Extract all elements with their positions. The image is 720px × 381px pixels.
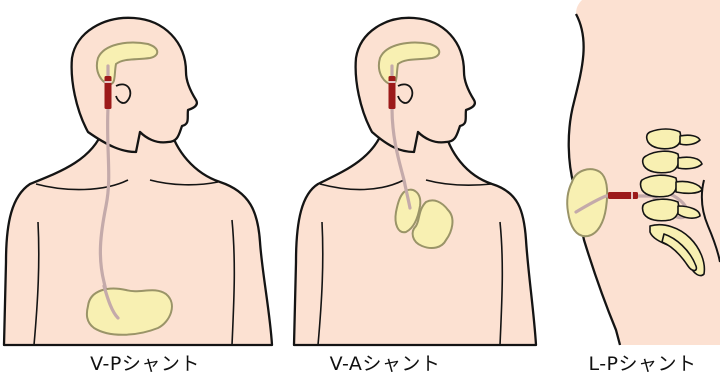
va-shunt-panel <box>294 18 536 345</box>
lp-vertebra-2 <box>643 151 679 173</box>
lp-peritoneum <box>567 169 607 236</box>
lp-vertebra-4 <box>643 199 679 221</box>
lp-shunt-panel <box>567 0 720 345</box>
lp-vertebra-3 <box>641 175 677 197</box>
vp-peritoneum <box>87 289 172 335</box>
lp-vertebra-1 <box>647 129 681 149</box>
vp-head <box>72 18 197 152</box>
lp-process-2 <box>678 157 702 169</box>
vp-shunt-label: V-Pシャント <box>60 350 230 378</box>
vp-shunt-panel <box>4 18 272 345</box>
vp-shunt-valve <box>105 76 112 109</box>
va-head <box>356 18 475 152</box>
va-shunt-label: V-Aシャント <box>300 350 470 378</box>
lp-shunt-valve <box>608 192 638 199</box>
lp-shunt-label: L-Pシャント <box>565 350 720 378</box>
va-shunt-valve <box>389 76 396 109</box>
